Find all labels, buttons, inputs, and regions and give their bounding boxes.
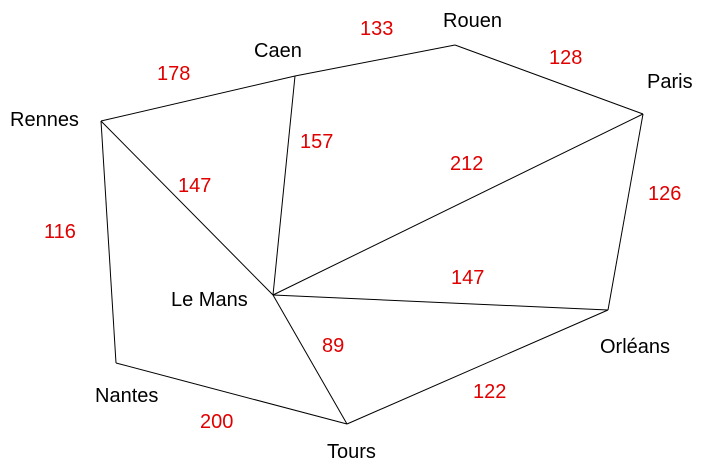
city-label-tours: Tours bbox=[327, 441, 376, 463]
city-label-rouen: Rouen bbox=[443, 10, 502, 32]
edge-caen-lemans bbox=[272, 75, 296, 296]
distance-label-nantes-tours: 200 bbox=[200, 411, 233, 433]
city-label-rennes: Rennes bbox=[10, 109, 79, 131]
edge-tours-orleans bbox=[346, 309, 609, 425]
distance-label-caen-lemans: 157 bbox=[300, 131, 333, 153]
edges-layer bbox=[100, 44, 644, 425]
edge-paris-orleans bbox=[607, 113, 644, 311]
distance-label-rouen-paris: 128 bbox=[549, 47, 582, 69]
distance-label-rennes-nantes: 116 bbox=[44, 221, 76, 243]
city-label-caen: Caen bbox=[254, 40, 302, 62]
edge-rennes-lemans bbox=[100, 120, 274, 296]
edge-lemans-orleans bbox=[272, 294, 609, 311]
weights-layer: 178 133 128 126 157 147 212 116 147 89 200 122 bbox=[44, 18, 681, 433]
edge-rennes-nantes bbox=[100, 120, 117, 364]
city-label-orleans: Orléans bbox=[600, 336, 670, 358]
city-label-nantes: Nantes bbox=[95, 385, 158, 407]
distance-label-lemans-tours: 89 bbox=[322, 335, 344, 357]
edge-rouen-paris bbox=[454, 44, 644, 115]
edge-lemans-tours bbox=[272, 294, 348, 425]
distance-label-rennes-lemans: 147 bbox=[178, 175, 211, 197]
distance-label-paris-orleans: 126 bbox=[648, 183, 681, 205]
edge-lemans-paris bbox=[272, 113, 644, 296]
edge-rennes-caen bbox=[100, 75, 296, 122]
city-label-paris: Paris bbox=[647, 71, 693, 93]
distance-label-lemans-orleans: 147 bbox=[451, 267, 484, 289]
distance-label-rennes-caen: 178 bbox=[157, 63, 190, 85]
city-label-lemans: Le Mans bbox=[171, 289, 248, 311]
distance-label-caen-rouen: 133 bbox=[360, 18, 393, 40]
distance-label-tours-orleans: 122 bbox=[473, 381, 506, 403]
edge-nantes-tours bbox=[115, 362, 348, 425]
distance-label-lemans-paris: 212 bbox=[450, 153, 483, 175]
edge-caen-rouen bbox=[294, 44, 456, 77]
